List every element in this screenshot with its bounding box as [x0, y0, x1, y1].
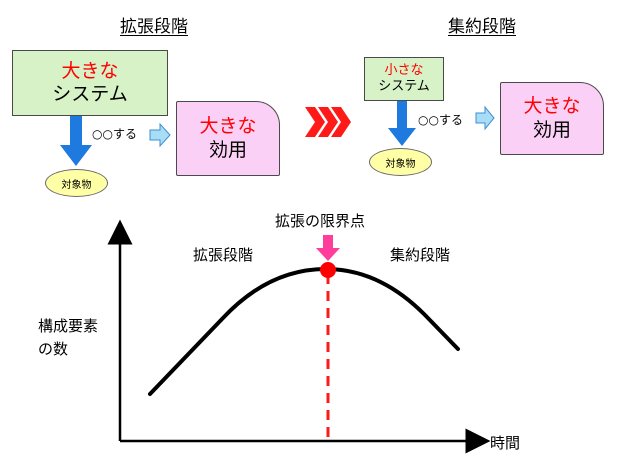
target-object-label-left: 対象物 — [61, 179, 92, 191]
large-effect-line2-right: 効用 — [532, 118, 571, 141]
target-object-oval-left: 対象物 — [45, 169, 108, 197]
blue-down-arrow-left — [60, 116, 92, 166]
large-effect-box-right: 大きな 効用 — [500, 82, 604, 155]
peak-pointer-arrow — [316, 235, 340, 261]
chart-phase-expansion-label: 拡張段階 — [193, 246, 254, 264]
y-axis-label: 構成要素 の数 — [38, 315, 98, 362]
large-system-line1: 大きな — [61, 60, 119, 83]
small-system-line2: システム — [378, 79, 430, 94]
large-system-box: 大きな システム — [12, 50, 168, 116]
large-system-line2: システム — [52, 83, 128, 105]
small-system-box: 小さな システム — [364, 57, 444, 101]
action-label-left: ○○する — [92, 127, 137, 141]
light-blue-right-arrow-left — [149, 122, 171, 148]
large-effect-box-left: 大きな 効用 — [176, 101, 280, 176]
target-object-oval-right: 対象物 — [369, 148, 432, 176]
large-effect-line2-left: 効用 — [208, 138, 247, 161]
light-blue-right-arrow-right — [475, 105, 495, 131]
large-effect-line1-left: 大きな — [199, 114, 257, 137]
growth-curve — [148, 266, 460, 396]
small-system-line1: 小さな — [384, 63, 424, 79]
target-object-label-right: 対象物 — [385, 158, 416, 170]
consolidation-stage-title: 集約段階 — [448, 17, 516, 37]
y-axis-label-line1: 構成要素 — [38, 317, 99, 335]
peak-point-marker — [320, 262, 336, 278]
triple-chevron-icon — [305, 107, 351, 137]
expansion-stage-title: 拡張段階 — [120, 17, 188, 37]
peak-label: 拡張の限界点 — [275, 212, 366, 230]
blue-down-arrow-right — [388, 101, 416, 146]
action-label-right: ○○する — [418, 113, 463, 127]
y-axis-label-line2: の数 — [38, 340, 69, 359]
x-axis-label: 時間 — [490, 434, 521, 452]
large-effect-line1-right: 大きな — [523, 94, 581, 117]
chart-phase-consolidation-label: 集約段階 — [390, 246, 451, 264]
